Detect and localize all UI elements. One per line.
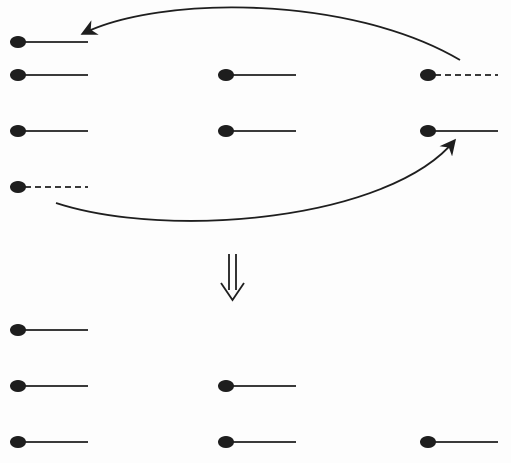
token-head — [420, 436, 436, 448]
token-head — [218, 69, 234, 81]
after-column-1-token-3 — [10, 436, 88, 448]
before-column-2-token-1 — [218, 69, 296, 81]
token-head — [420, 69, 436, 81]
token-head — [10, 324, 26, 336]
token-head — [10, 380, 26, 392]
move-arrows — [55, 6, 461, 222]
after-column-1-token-1 — [10, 324, 88, 336]
after-column-3-token-1 — [420, 436, 498, 448]
token-head — [218, 380, 234, 392]
before-column-3-token-2 — [420, 125, 498, 137]
token-head — [218, 125, 234, 137]
move-arrow-bottom — [55, 138, 457, 222]
token-head — [10, 181, 26, 193]
before-column-1-token-1 — [10, 36, 88, 48]
before-column-1-token-3 — [10, 125, 88, 137]
token-head — [10, 69, 26, 81]
move-arrow-top — [80, 6, 461, 61]
after-state — [10, 324, 498, 448]
after-column-1-token-2 — [10, 380, 88, 392]
before-state — [10, 36, 498, 193]
before-column-2-token-2 — [218, 125, 296, 137]
before-column-1-token-2 — [10, 69, 88, 81]
before-column-3-token-1 — [420, 69, 498, 81]
double-down-arrow-icon — [220, 254, 245, 302]
after-column-2-token-2 — [218, 436, 296, 448]
before-column-1-token-4 — [10, 181, 88, 193]
token-head — [10, 36, 26, 48]
after-column-2-token-1 — [218, 380, 296, 392]
token-head — [10, 125, 26, 137]
token-head — [10, 436, 26, 448]
token-head — [218, 436, 234, 448]
token-head — [420, 125, 436, 137]
